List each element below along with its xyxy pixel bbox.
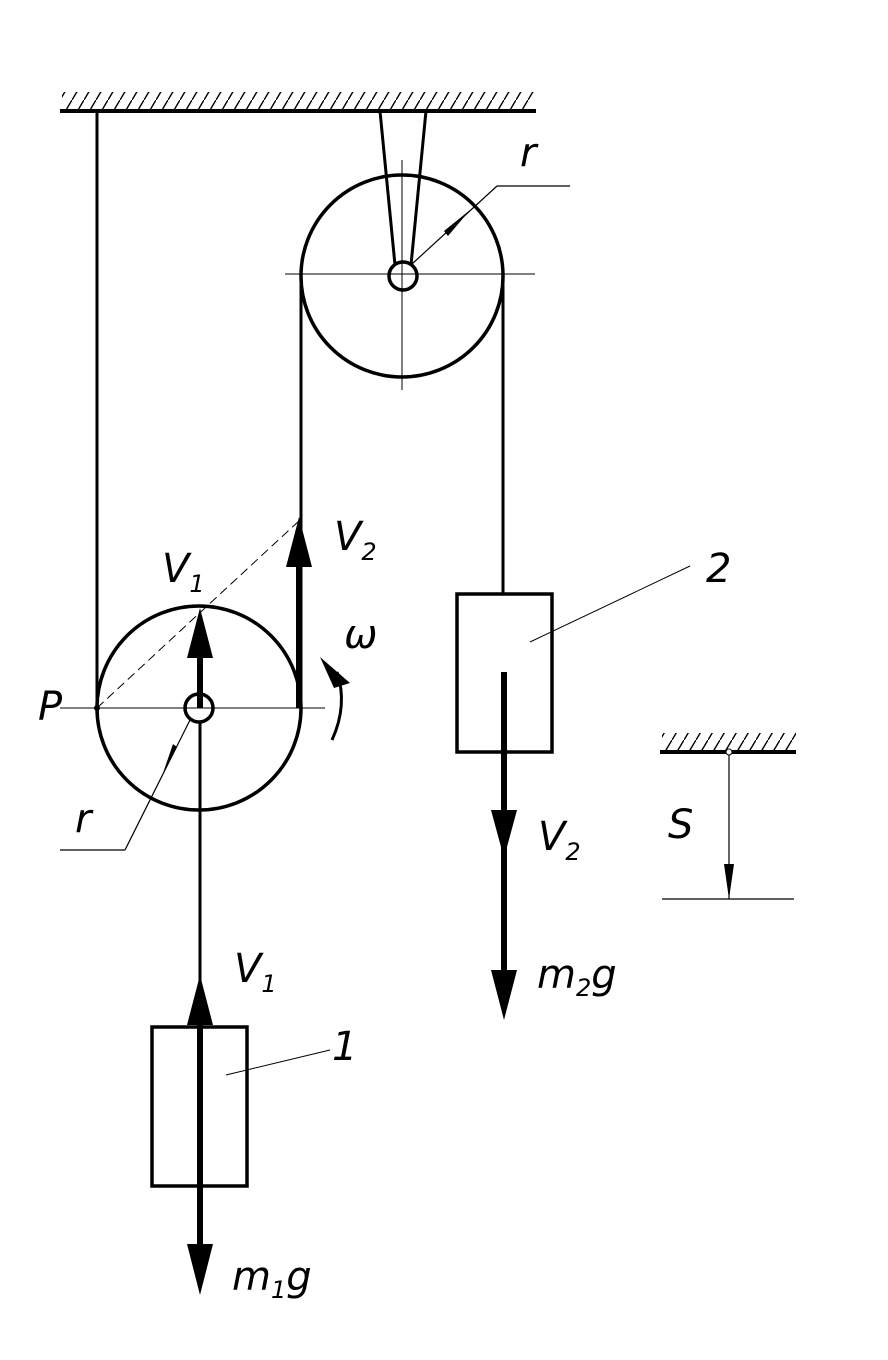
label-v2-body-2: V2 (538, 814, 581, 866)
label-m1g-sub: 1 (271, 1276, 286, 1304)
moving-pulley (60, 604, 325, 812)
label-r-moving-pulley: r (75, 796, 94, 842)
label-displacement-S: S (668, 802, 693, 848)
label-v1-body-1: V1 (234, 946, 277, 998)
label-r-fixed-pulley: r (520, 130, 539, 176)
label-body-1: 1 (332, 1024, 357, 1070)
body-1-leader (225, 1049, 331, 1076)
pulley-bracket (378, 110, 428, 266)
label-v1-body-1-sub: 1 (261, 970, 276, 998)
moving-pulley-radius-indicator (60, 719, 191, 851)
v1-arrow-pulley (187, 608, 213, 708)
fixed-pulley-radius-indicator (411, 185, 570, 265)
m1g-arrow (187, 1028, 213, 1295)
label-m1g-post: g (286, 1254, 311, 1300)
label-v1-body-1-main: V (234, 946, 264, 992)
omega-rotation-arrow (320, 657, 350, 741)
v1-arrow-body-1 (187, 975, 213, 1028)
label-v2-rope-sub: 2 (361, 538, 376, 566)
label-body-2: 2 (706, 546, 731, 592)
label-v2-body-2-sub: 2 (565, 838, 580, 866)
ceiling-support (60, 92, 536, 113)
body-2-leader (529, 565, 691, 643)
label-v2-rope: V2 (334, 514, 377, 566)
label-m1g-pre: m (232, 1254, 271, 1300)
label-v1-pulley-sub: 1 (189, 570, 204, 598)
label-m2g-pre: m (537, 952, 576, 998)
label-v1-pulley: V1 (162, 546, 205, 598)
label-v1-pulley-main: V (162, 546, 192, 592)
label-v2-rope-main: V (334, 514, 364, 560)
label-instant-centre-P: P (38, 684, 63, 730)
label-v2-body-2-main: V (538, 814, 568, 860)
v2-arrow-rope (286, 517, 312, 708)
label-m2g-post: g (591, 952, 616, 998)
label-m1g: m1g (232, 1254, 312, 1304)
velocity-distribution-line (96, 519, 301, 709)
displacement-indicator (660, 733, 796, 900)
label-omega: ω (344, 612, 378, 658)
label-m2g: m2g (537, 952, 617, 1002)
fixed-pulley (285, 170, 535, 390)
v2-arrow-body-2 (491, 810, 517, 858)
label-m2g-sub: 2 (576, 974, 591, 1002)
